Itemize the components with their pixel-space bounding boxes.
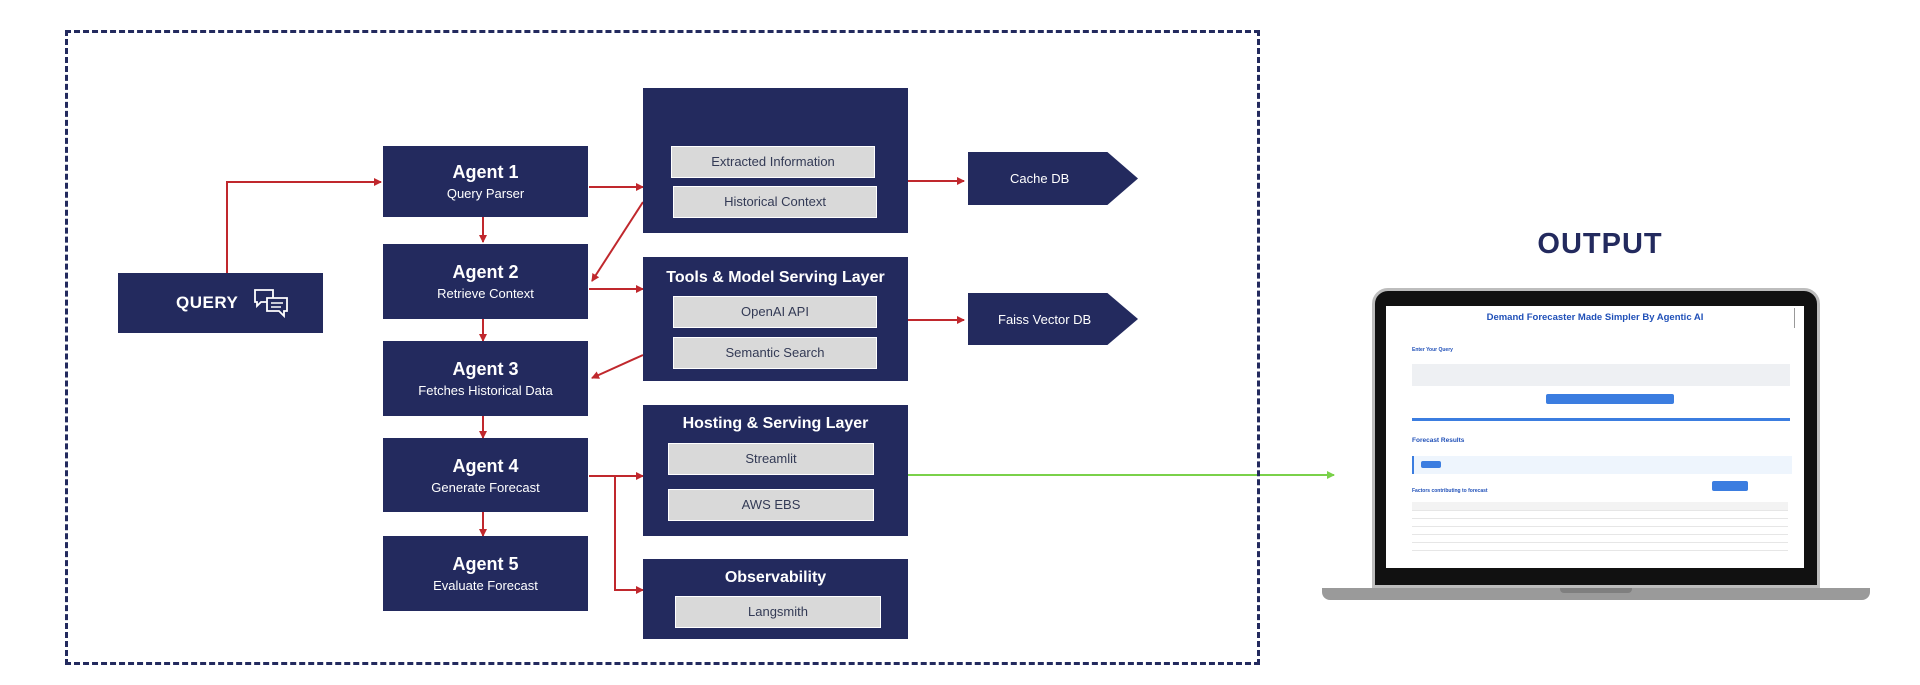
agent-5: Agent 5 Evaluate Forecast: [383, 536, 588, 611]
context-item-extracted: Extracted Information: [671, 146, 875, 178]
agent-3-subtitle: Fetches Historical Data: [418, 383, 553, 398]
table-row: [1412, 518, 1788, 527]
agent-4-subtitle: Generate Forecast: [431, 479, 540, 495]
agent-4-title: Agent 4: [452, 455, 519, 476]
section-separator: [1412, 418, 1790, 421]
faiss-vector-db: Faiss Vector DB: [968, 293, 1138, 345]
tools-layer-title: Tools & Model Serving Layer: [666, 269, 885, 286]
agent-3-title: Agent 3: [452, 359, 519, 379]
faiss-db-label: Faiss Vector DB: [998, 311, 1092, 327]
context-item-historical: Historical Context: [673, 186, 877, 218]
agent-4: Agent 4 Generate Forecast: [383, 438, 588, 512]
query-textarea: [1412, 364, 1790, 386]
arrow-tools-to-agent3: [591, 354, 644, 379]
agent-2: Agent 2 Retrieve Context: [383, 244, 588, 319]
app-title: Demand Forecaster Made Simpler By Agenti…: [1486, 312, 1704, 323]
table-row: [1412, 534, 1788, 543]
query-label: QUERY: [176, 293, 239, 312]
cache-db: Cache DB: [968, 152, 1138, 205]
chat-bubbles-icon: [254, 289, 288, 319]
factors-section-label: Factors contributing to forecast: [1412, 488, 1488, 494]
arrow-agent4-to-observability: [614, 476, 644, 594]
agent-1-subtitle: Query Parser: [446, 186, 525, 201]
forecast-result-banner: [1412, 456, 1792, 474]
system-boundary: [65, 30, 1260, 665]
table-row: [1412, 510, 1788, 519]
query-box: QUERY: [118, 273, 323, 333]
agent-2-subtitle: Retrieve Context: [437, 286, 534, 301]
tools-layer: Tools & Model Serving Layer OpenAI API S…: [643, 257, 908, 381]
agent-1-title: Agent 1: [452, 162, 519, 182]
query-section-label: Enter Your Query: [1412, 347, 1453, 353]
laptop-base: [1322, 588, 1870, 600]
observability-layer-title: Observability: [724, 569, 827, 586]
table-row: [1412, 526, 1788, 535]
observability-layer: Observability Langsmith: [643, 559, 908, 639]
table-header: [1412, 502, 1788, 511]
laptop-notch: [1560, 588, 1632, 593]
results-section-label: Forecast Results: [1412, 437, 1465, 444]
agent-2-title: Agent 2: [452, 262, 519, 282]
agent-3: Agent 3 Fetches Historical Data: [383, 341, 588, 416]
hosting-item-aws-ebs: AWS EBS: [668, 489, 874, 521]
tools-item-openai: OpenAI API: [673, 296, 877, 328]
tools-item-semantic-search: Semantic Search: [673, 337, 877, 369]
generate-forecast-button: [1546, 394, 1674, 404]
output-title: OUTPUT: [1537, 228, 1663, 260]
cache-db-label: Cache DB: [1010, 171, 1070, 186]
agent-5-title: Agent 5: [452, 554, 519, 574]
agent-5-subtitle: Evaluate Forecast: [433, 578, 538, 593]
agent-1: Agent 1 Query Parser: [383, 146, 588, 217]
hosting-item-streamlit: Streamlit: [668, 443, 874, 475]
observability-item-langsmith: Langsmith: [675, 596, 881, 628]
prediction-badge: [1421, 461, 1441, 468]
context-layer: Extracted Information Historical Context: [643, 88, 908, 233]
hosting-layer: Hosting & Serving Layer Streamlit AWS EB…: [643, 405, 908, 536]
arrow-context-to-agent2: [591, 201, 644, 282]
hosting-layer-title: Hosting & Serving Layer: [682, 415, 869, 432]
view-details-button: [1712, 481, 1748, 491]
laptop-screen: Demand Forecaster Made Simpler By Agenti…: [1386, 306, 1804, 568]
arrow-query-to-agent1: [226, 178, 382, 273]
screen-divider: [1794, 308, 1795, 328]
table-row: [1412, 542, 1788, 551]
